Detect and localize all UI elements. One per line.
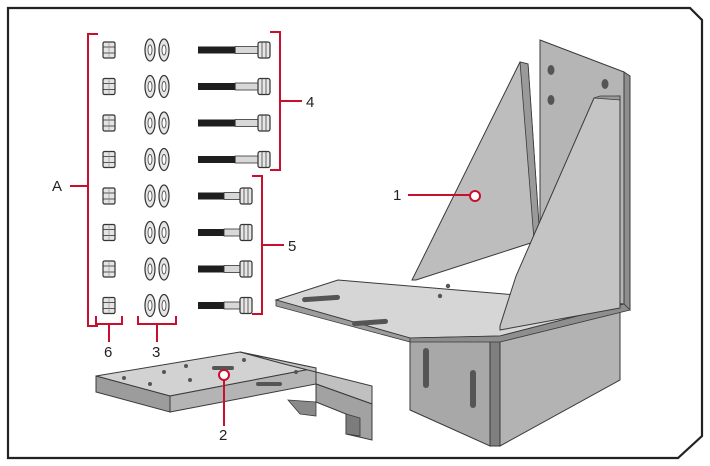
callout-label-5: 5 [288,238,296,255]
hex-nut [102,41,116,59]
nuts-column [102,41,116,315]
callout-label-a: A [52,178,62,195]
hex-nut [102,77,116,96]
washer-pair [144,38,170,62]
hex-nut [102,296,116,315]
hex-bolt [198,223,253,242]
hex-bolt [198,260,253,278]
washer-pair [144,74,170,99]
callout-lines [70,31,470,426]
hex-bolt [198,187,253,205]
washer-pair [144,293,170,318]
washer-pair [144,257,170,281]
bolts-column [198,41,271,315]
hex-nut [102,114,116,132]
bracket-part-2 [95,351,373,441]
callout-dot-1 [469,190,481,202]
washers-column [144,38,170,318]
hex-bolt [198,296,253,315]
callout-label-2: 2 [219,427,227,444]
callout-label-3: 3 [152,344,160,361]
hex-nut [102,260,116,278]
callout-label-1: 1 [393,187,401,204]
hex-nut [102,223,116,242]
hex-nut [102,187,116,205]
hex-bolt [198,150,271,169]
bracket-part-1 [274,39,631,447]
washer-pair [144,220,170,245]
callout-dot-2 [218,369,230,381]
hex-nut [102,150,116,169]
callout-label-4: 4 [306,94,314,111]
washer-pair [144,147,170,172]
hex-bolt [198,77,271,96]
hex-bolt [198,114,271,132]
callout-label-6: 6 [104,344,112,361]
washer-pair [144,111,170,135]
bracket-a [87,33,98,327]
hex-bolt [198,41,271,59]
washer-pair [144,184,170,208]
